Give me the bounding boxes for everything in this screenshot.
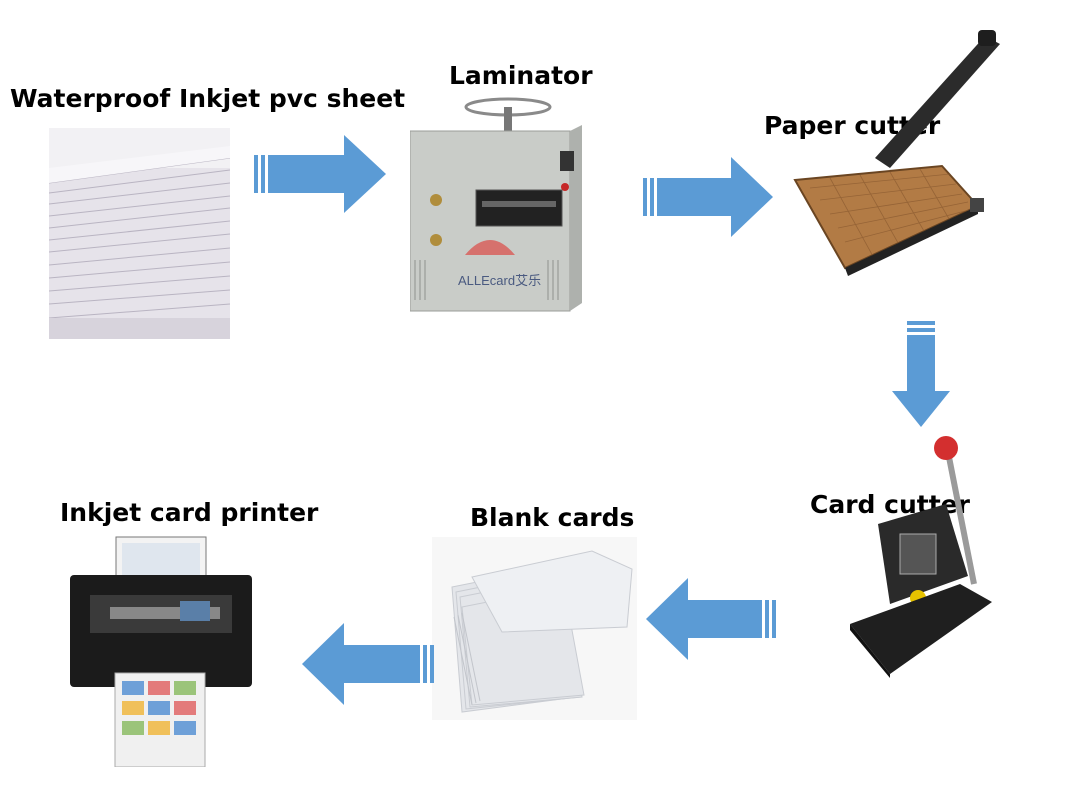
arrow-right-2 xyxy=(643,157,773,237)
paper-cutter-image xyxy=(790,28,1002,276)
laminator-brand-text: ALLEcard艾乐 xyxy=(458,273,541,288)
arrow-left-1 xyxy=(646,578,776,660)
label-pvc-sheet: Waterproof Inkjet pvc sheet xyxy=(10,84,406,113)
arrow-right-1 xyxy=(254,135,386,213)
label-laminator: Laminator xyxy=(449,61,593,90)
label-blank-cards: Blank cards xyxy=(470,503,635,532)
arrow-left-2 xyxy=(302,623,434,705)
laminator-image: ALLEcard艾乐 xyxy=(410,95,582,320)
arrow-down xyxy=(892,321,950,427)
inkjet-printer-image xyxy=(70,535,252,767)
card-cutter-image xyxy=(850,434,992,678)
pvc-sheet-image xyxy=(49,128,230,339)
blank-cards-image xyxy=(432,537,637,720)
label-inkjet-printer: Inkjet card printer xyxy=(60,498,319,527)
